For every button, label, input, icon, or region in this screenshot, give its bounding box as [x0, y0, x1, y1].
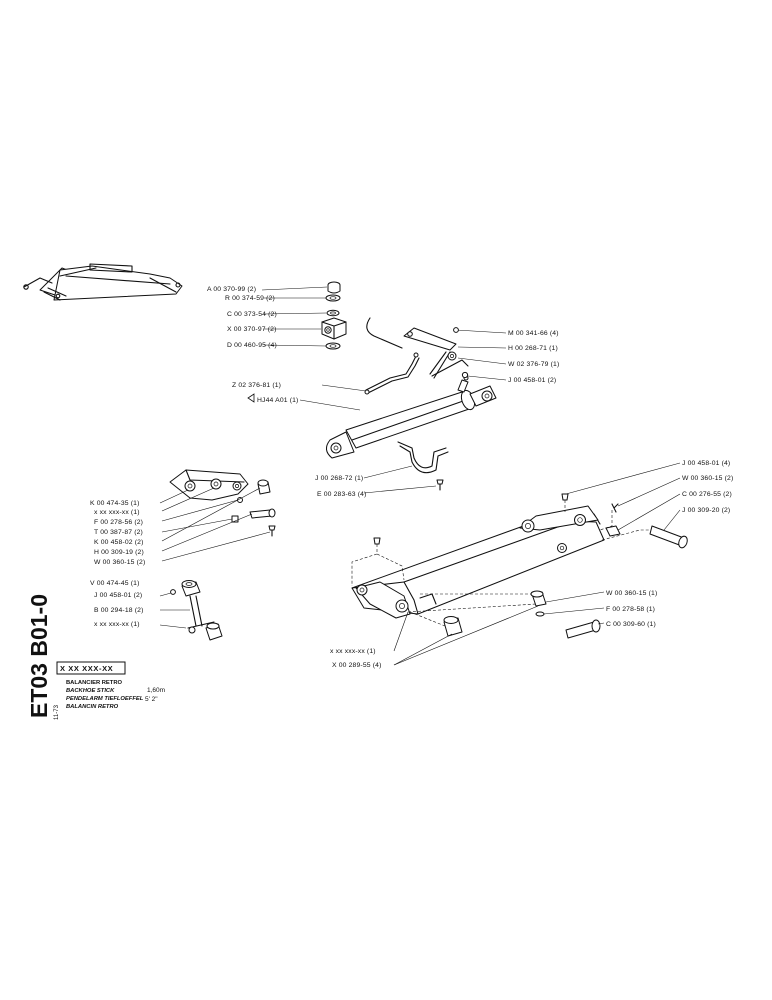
callout-hose-3: J 00 458-01 (2) [508, 377, 556, 384]
size-imperial: 5' 2" [145, 696, 158, 703]
backhoe-thumbnail [23, 263, 183, 301]
title-en: BACKHOE STICK [66, 688, 115, 694]
callout-bracket-2: F 00 278-56 (2) [94, 519, 143, 526]
callout-bracket-0: K 00 474-35 (1) [90, 500, 139, 507]
stick-top-labels: J 00 458-01 (4) W 00 360-15 (2) C 00 276… [682, 460, 733, 514]
part-number: X XX XXX-XX [60, 664, 113, 673]
callout-hose-0: M 00 341-66 (4) [508, 330, 559, 337]
callout-valve-2: C 00 373-54 (2) [227, 311, 277, 318]
callout-clamp-0: J 00 268-72 (1) [315, 475, 363, 482]
stick-bottom-labels: x xx xxx-xx (1) X 00 289-55 (4) [330, 648, 381, 669]
callout-stick-top-1: W 00 360-15 (2) [682, 475, 733, 482]
callout-stick-right-2: C 00 309-60 (1) [606, 621, 656, 628]
pipe-clamp [397, 441, 449, 491]
callout-link-2: B 00 294-18 (2) [94, 607, 143, 614]
stick-bottom-leaders [393, 605, 539, 666]
callout-clamp-1: E 00 283-63 (4) [317, 491, 366, 498]
hose-leaders [453, 327, 507, 381]
bracket-leaders [159, 487, 271, 562]
valve-group-labels: A 00 370-99 (2) R 00 374-59 (2) C 00 373… [207, 286, 277, 349]
callout-link-3: x xx xxx-xx (1) [94, 621, 140, 628]
callout-valve-1: R 00 374-59 (2) [225, 295, 275, 302]
stick-top-leaders [565, 462, 681, 531]
callout-valve-3: X 00 370-97 (2) [227, 326, 276, 333]
hydraulic-cylinder [326, 317, 497, 459]
title-block: ET03 B01-0 11-73 X XX XXX-XX BALANCIER R… [26, 594, 165, 720]
callout-stick-bottom-0: x xx xxx-xx (1) [330, 648, 376, 655]
sheet-code: ET03 B01-0 [26, 594, 52, 718]
callout-stick-right-0: W 00 360-15 (1) [606, 590, 657, 597]
bracket-group-labels: K 00 474-35 (1) x xx xxx-xx (1) F 00 278… [90, 500, 145, 566]
link-assembly [170, 580, 223, 641]
callout-bracket-6: W 00 360-15 (2) [94, 559, 145, 566]
callout-stick-bottom-1: X 00 289-55 (4) [332, 662, 381, 669]
part-number-box: X XX XXX-XX [56, 661, 126, 675]
callout-link-0: V 00 474-45 (1) [90, 580, 139, 587]
callout-hose-1: H 00 268-71 (1) [508, 345, 558, 352]
valve-leaders [261, 286, 328, 347]
bracket-assembly [169, 469, 276, 537]
sheet-date: 11-73 [54, 704, 60, 720]
title-de: PENDELARM TIEFLOEFFEL [66, 696, 144, 702]
callout-valve-0: A 00 370-99 (2) [207, 286, 256, 293]
stick-right-labels: W 00 360-15 (1) F 00 278-58 (1) C 00 309… [606, 590, 657, 628]
callout-valve-4: D 00 460-95 (4) [227, 342, 277, 349]
link-leaders [159, 592, 190, 629]
callout-cylinder: HJ44 A01 (1) [257, 397, 298, 404]
valve-stack [321, 281, 347, 350]
callout-stick-top-0: J 00 458-01 (4) [682, 460, 730, 467]
callout-hose-2: W 02 376-79 (1) [508, 361, 559, 368]
callout-stick-right-1: F 00 278-58 (1) [606, 606, 655, 613]
callout-stick-top-2: C 00 276-55 (2) [682, 491, 732, 498]
backhoe-stick [351, 493, 605, 619]
triangle-marker-icon [247, 393, 255, 403]
stick-lower-parts [443, 590, 601, 639]
callout-bracket-3: T 00 387-87 (2) [94, 529, 143, 536]
hose-group-labels: M 00 341-66 (4) H 00 268-71 (1) W 02 376… [508, 330, 559, 384]
callout-bracket-5: H 00 309-19 (2) [94, 549, 144, 556]
callout-stick-top-3: J 00 309-20 (2) [682, 507, 730, 514]
callout-bracket-4: K 00 458-02 (2) [94, 539, 143, 546]
link-group-labels: V 00 474-45 (1) J 00 458-01 (2) B 00 294… [90, 580, 143, 628]
callout-link-1: J 00 458-01 (2) [94, 592, 142, 599]
size-metric: 1,60m [147, 687, 165, 694]
title-fr: BALANCIER RETRO [66, 680, 123, 686]
stick-pin-parts [605, 503, 688, 549]
callout-bracket-1: x xx xxx-xx (1) [94, 509, 140, 516]
title-es: BALANCIN RETRO [66, 704, 119, 710]
stick-right-leaders [543, 591, 605, 625]
callout-pipe: Z 02 376-81 (1) [232, 382, 281, 389]
